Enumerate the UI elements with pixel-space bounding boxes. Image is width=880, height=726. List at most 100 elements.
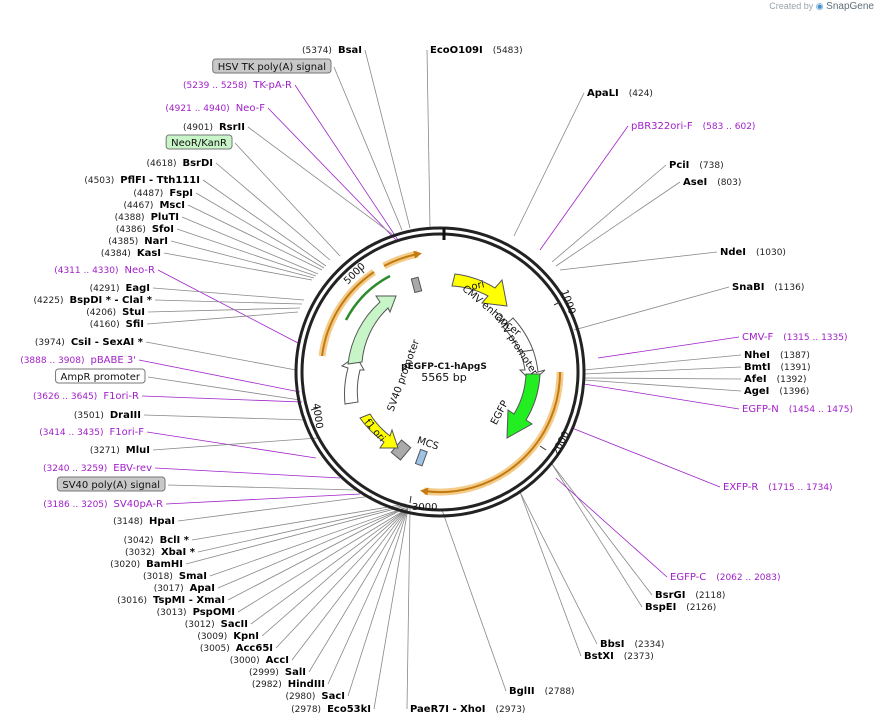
leader-line-18	[147, 307, 301, 313]
site-name: TK-pA-R	[252, 80, 292, 91]
site-name: SV40pA-R	[114, 499, 163, 510]
leader-line-16	[152, 287, 305, 301]
site-name: BstXI	[584, 651, 614, 662]
site-position: (3012)	[185, 620, 215, 630]
site-position: (3020)	[110, 560, 140, 570]
feature-f1ori-arrow	[359, 413, 399, 449]
leader-line-22	[147, 376, 301, 401]
site-name: SacI	[321, 691, 345, 702]
primer-label-sv40pa-r: (3186 .. 3205)SV40pA-R	[43, 499, 163, 510]
leader-line-23	[141, 395, 303, 403]
leader-line-19	[146, 311, 299, 325]
site-position: (3013)	[157, 608, 187, 618]
leader-line-41	[291, 507, 409, 661]
feature-box-rect	[165, 134, 233, 150]
site-position: (3000)	[230, 656, 260, 666]
site-position: (2788)	[545, 687, 575, 697]
credit-brand: SnapGene	[826, 1, 874, 12]
site-position: (1315 .. 1335)	[783, 333, 847, 343]
feature-gray-marker-top	[410, 276, 423, 294]
primer-label-egfp-c: (2062 .. 2083)EGFP-C	[670, 572, 781, 583]
enzyme-label-stui: (4206)StuI	[86, 307, 145, 318]
enzyme-label-acc65i: (3005)Acc65I	[200, 643, 273, 654]
leader-line-7	[215, 162, 331, 261]
site-position: (1392)	[777, 375, 807, 385]
leader-line-55	[583, 379, 742, 392]
site-position: (3017)	[154, 584, 184, 594]
enzyme-label-apali: (424)ApaLI	[587, 88, 653, 99]
site-name: EagI	[126, 283, 150, 294]
site-position: (2980)	[285, 692, 315, 702]
site-name: TspMI - XmaI	[153, 595, 225, 606]
leader-line-45	[373, 507, 409, 710]
enzyme-label-draiii: (3501)DraIII	[74, 410, 141, 421]
tick-label-3000: 3000	[412, 502, 437, 513]
site-name: BspDI * - ClaI *	[69, 295, 152, 306]
site-name: Acc65I	[236, 643, 273, 654]
site-position: (3042)	[124, 536, 154, 546]
leader-line-32	[197, 504, 407, 553]
primer-label-f1ori-r: (3626 .. 3645)F1ori-R	[33, 391, 139, 402]
site-name: ApaLI	[587, 88, 619, 99]
enzyme-label-pspomi: (3013) PspOMI	[157, 607, 235, 618]
site-name: HindIII	[288, 679, 325, 690]
primer-label-f1ori-f: (3414 .. 3435)F1ori-F	[39, 427, 144, 438]
site-position: (3240 .. 3259)	[43, 464, 107, 474]
leader-line-20	[145, 341, 297, 371]
site-name: BsaI	[338, 45, 362, 56]
enzyme-label-fspi: (4487)FspI	[133, 188, 193, 199]
enzyme-label-sfoi: (4386)SfoI	[116, 224, 174, 235]
feature-arrows	[340, 273, 546, 467]
leader-line-51	[551, 463, 643, 608]
primer-label-cmv-f: (1315 .. 1335)CMV-F	[742, 332, 848, 343]
site-name: AfeI	[744, 374, 767, 385]
primer-label-tk-pa-r: (5239 .. 5258)TK-pA-R	[183, 80, 292, 91]
leader-line-0	[364, 49, 411, 229]
leader-line-52	[555, 477, 668, 578]
enzyme-label-rsrii: (4901)RsrII	[183, 122, 245, 133]
enzyme-label-kpni: (3009)KpnI	[197, 631, 259, 642]
site-name: F1ori-F	[110, 427, 145, 438]
leader-line-17	[154, 299, 303, 305]
site-name: EXFP-R	[723, 482, 758, 493]
enzyme-label-mlui: (3271)MluI	[90, 445, 150, 456]
feature-label-mcs: MCS	[416, 435, 440, 452]
site-position: (738)	[699, 161, 723, 171]
leader-line-64	[539, 125, 629, 251]
site-position: (4384)	[101, 249, 131, 259]
site-position: (2999)	[249, 668, 279, 678]
leader-line-11	[181, 216, 319, 275]
leader-line-3	[294, 84, 399, 241]
leader-line-13	[170, 240, 315, 279]
feature-box-sv40-poly-a-signal: SV40 poly(A) signal	[56, 476, 166, 492]
site-position: (4386)	[116, 225, 146, 235]
site-name: AseI	[683, 177, 707, 188]
site-name: BsrGI	[655, 590, 685, 601]
label-leader-lines	[138, 49, 742, 710]
site-name: PspOMI	[193, 607, 235, 618]
site-name: KpnI	[233, 631, 259, 642]
site-position: (803)	[717, 178, 741, 188]
site-name: MluI	[126, 445, 150, 456]
leader-line-30	[177, 495, 373, 522]
feature-box-rect	[55, 368, 146, 384]
enzyme-label-smai: (3018)SmaI	[143, 571, 207, 582]
site-position: (2373)	[624, 652, 654, 662]
site-name: AccI	[266, 655, 289, 666]
enzyme-label-xbai-: (3032)XbaI *	[125, 547, 196, 558]
leader-line-33	[185, 505, 407, 565]
enzyme-label-eco53ki: (2978)Eco53kI	[291, 704, 371, 715]
leader-line-58	[583, 354, 742, 371]
enzyme-label-afei: (1392) AfeI	[744, 374, 807, 385]
site-name: AgeI	[744, 386, 769, 397]
site-name: EGFP-C	[670, 572, 706, 583]
site-position: (4921 .. 4940)	[165, 104, 229, 114]
site-name: BbsI	[600, 639, 624, 650]
site-position: (1391)	[781, 363, 811, 373]
site-position: (2126)	[686, 603, 716, 613]
site-position: (4901)	[183, 123, 213, 133]
site-name: HpaI	[149, 516, 175, 527]
enzyme-label-pluti: (4388)PluTI	[115, 212, 179, 223]
site-position: (3032)	[125, 548, 155, 558]
